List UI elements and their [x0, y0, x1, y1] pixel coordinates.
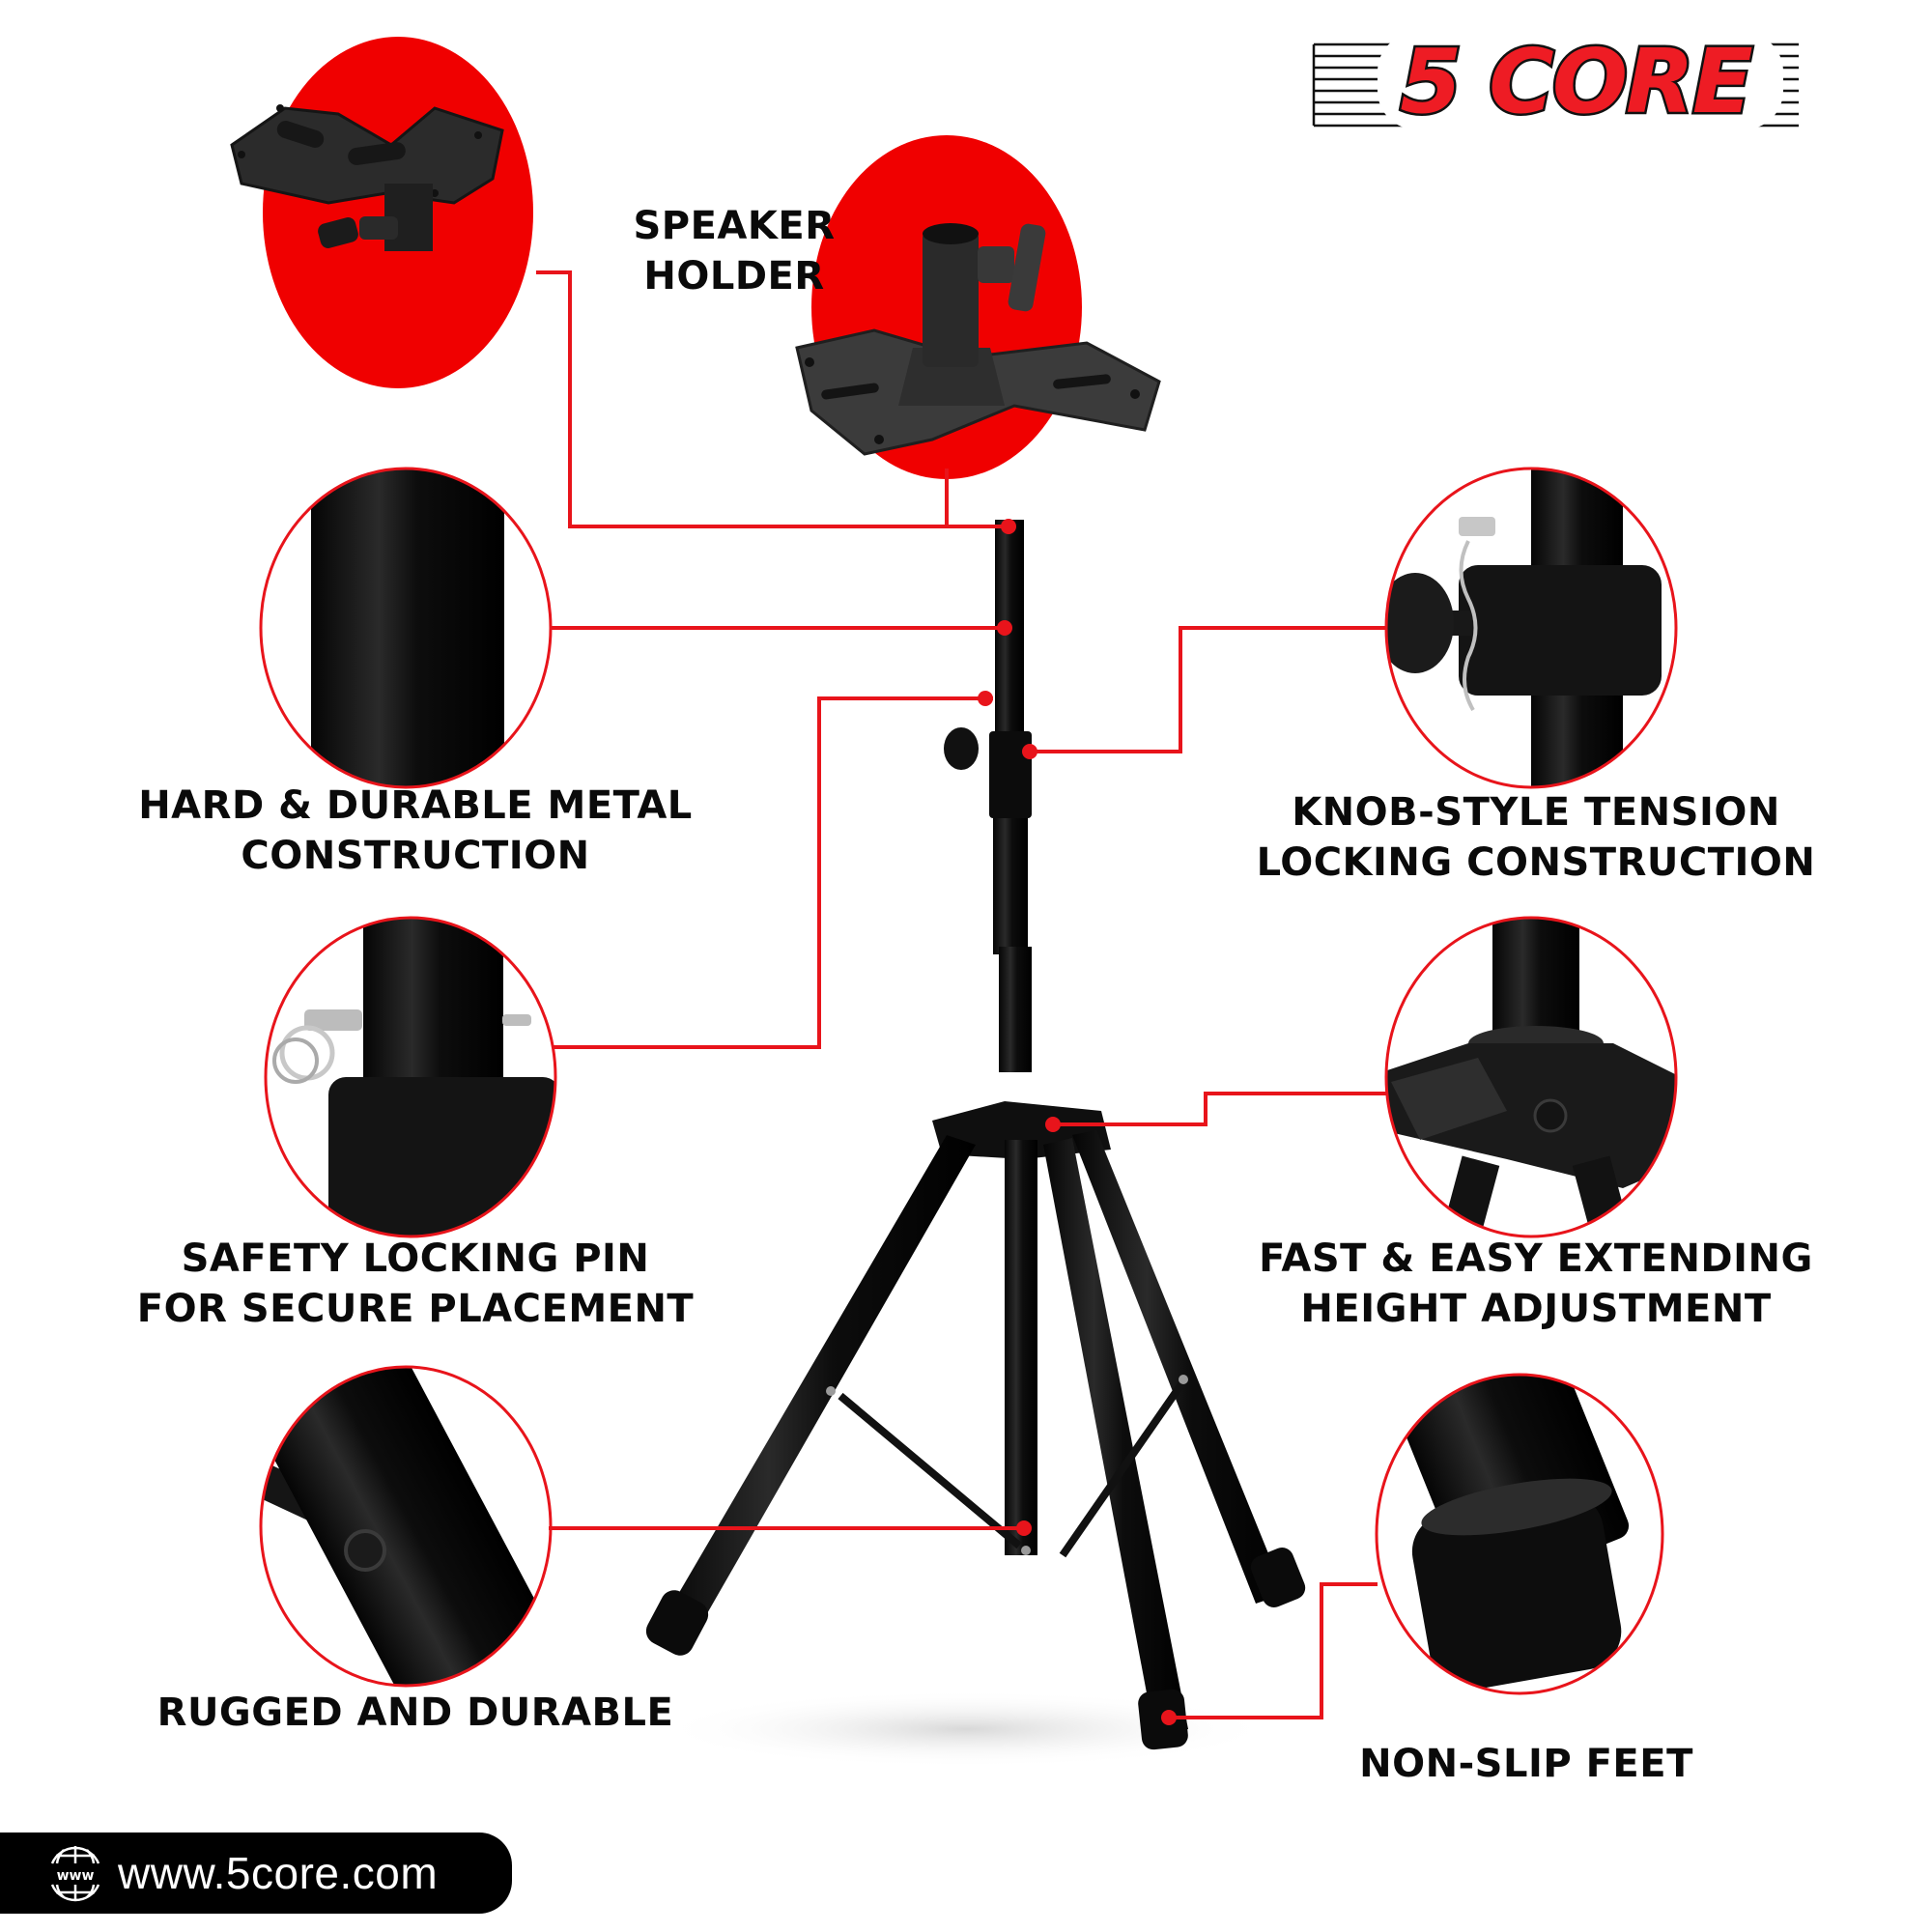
- metal-construction-detail: [259, 467, 553, 789]
- speaker-holder-detail-left: [230, 37, 533, 388]
- brand-logo: 5 CORE: [1312, 29, 1799, 133]
- label-non-slip-feet: NON-SLIP FEET: [1359, 1742, 1693, 1786]
- logo-text: 5 CORE: [1400, 30, 1752, 133]
- website-url[interactable]: www.5core.com: [118, 1848, 439, 1898]
- speaker-holder-detail-center: [795, 135, 1161, 479]
- knob-tension-detail: [1384, 467, 1678, 789]
- globe-icon-text: www: [57, 1868, 95, 1884]
- label-metal-construction: HARD & DURABLE METAL CONSTRUCTION: [138, 783, 693, 878]
- label-knob-tension: KNOB-STYLE TENSION LOCKING CONSTRUCTION: [1256, 790, 1816, 885]
- leader-dots: [978, 519, 1177, 1725]
- non-slip-feet-detail: [1375, 1373, 1664, 1695]
- rugged-detail: [259, 1365, 553, 1688]
- tripod-stand: [645, 520, 1306, 1768]
- safety-pin-detail: [264, 916, 557, 1238]
- website-badge[interactable]: www www.5core.com: [0, 1833, 512, 1914]
- leader-lines: [536, 270, 1387, 1719]
- globe-icon: www: [50, 1846, 100, 1902]
- label-speaker-holder: SPEAKER HOLDER: [633, 204, 836, 298]
- label-rugged: RUGGED AND DURABLE: [156, 1690, 674, 1735]
- height-adjustment-detail: [1384, 916, 1678, 1238]
- label-safety-pin: SAFETY LOCKING PIN FOR SECURE PLACEMENT: [136, 1236, 695, 1331]
- label-height-adjustment: FAST & EASY EXTENDING HEIGHT ADJUSTMENT: [1259, 1236, 1813, 1331]
